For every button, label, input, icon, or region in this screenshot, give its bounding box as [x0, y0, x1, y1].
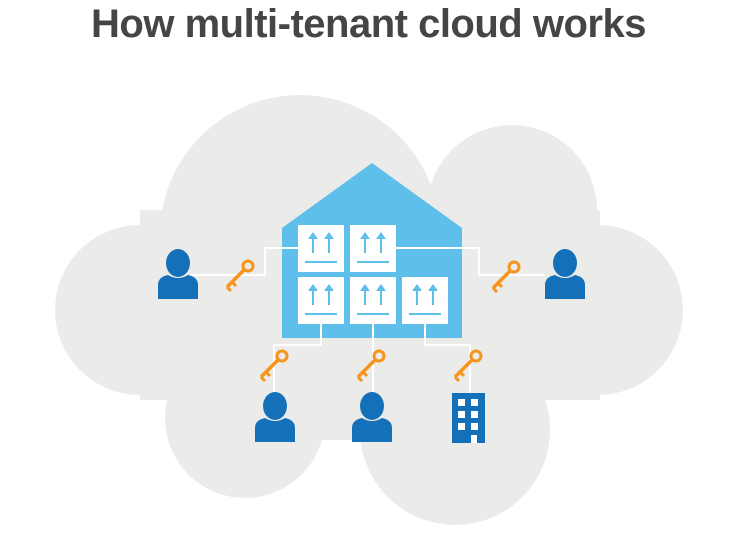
diagram-title: How multi-tenant cloud works [91, 2, 646, 46]
tenant-icons [158, 249, 585, 443]
data-center-house [282, 163, 462, 338]
building-icon [452, 393, 485, 443]
data-box [297, 276, 345, 325]
data-box [349, 276, 397, 325]
data-box [401, 276, 449, 325]
data-box [297, 224, 345, 273]
data-box [349, 224, 397, 273]
